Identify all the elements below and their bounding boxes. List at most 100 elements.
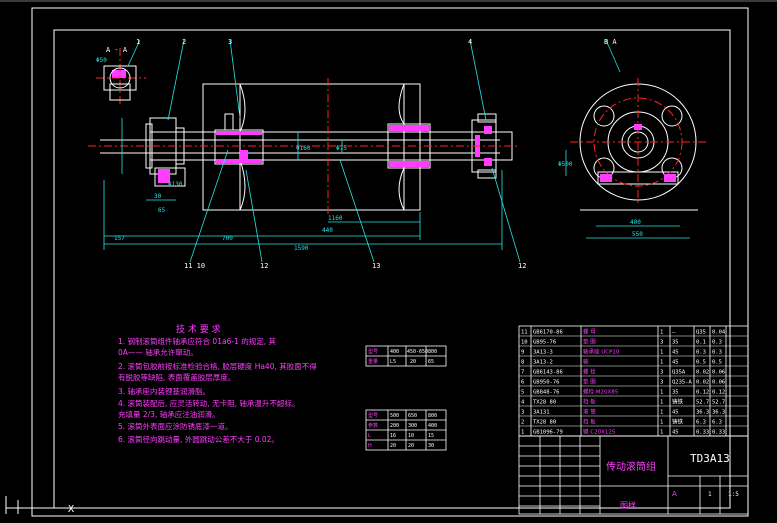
title-scale-1: 1 [708, 491, 712, 498]
end-view-dims [565, 39, 690, 239]
bom-cell: 0.1 [696, 340, 706, 346]
bom-cell: 铸铁 [672, 398, 684, 406]
t2-r2-c3: 15 [428, 433, 434, 439]
bom-cell: 0.3 [712, 340, 722, 346]
bom-cell: 轴承座 UCP10 [583, 348, 620, 356]
t1-r0-c2: 450-650 [407, 349, 428, 355]
bom-cell: 垫 圈 [583, 378, 596, 386]
tech-line-6: 4. 滚筒装配后, 应灵活转动, 无卡阻, 轴承温升不超标。 [118, 398, 299, 408]
bom-cell: 6 [521, 380, 524, 386]
end-view-fills [600, 124, 676, 182]
centerlines [88, 48, 520, 216]
bom-cell: 1 [660, 410, 663, 416]
bom-cell: 3A13-3 [533, 350, 553, 356]
dimension-texts: Φ50 Φ130 Φ160 Φ75 157 30 65 700 1590 440… [96, 57, 347, 252]
dim-l10: 550 [632, 231, 643, 238]
bom-cell: GB848-76 [533, 390, 560, 396]
bom-cell: 螺 母 [583, 328, 596, 336]
balloon-13: 13 [372, 262, 380, 270]
balloon-1: 1 [136, 38, 140, 46]
bom-cell: 0.5 [696, 360, 706, 366]
bom-cell: 6.3 [712, 420, 722, 426]
bom-cell: 1 [521, 430, 524, 436]
bom-cell: 0.3 [696, 350, 706, 356]
bom-cell: 轴 [583, 358, 589, 366]
bom-cell: 3 [660, 370, 663, 376]
t2-r3-c2: 20 [408, 443, 414, 449]
t2-r0-c0: 型号 [368, 412, 378, 419]
t2-r2-c2: 10 [408, 433, 414, 439]
bom-cell: 7 [521, 370, 524, 376]
balloon-12a: 12 [260, 262, 268, 270]
t2-r1-c2: 300 [408, 423, 417, 429]
bom-cell: GB95-76 [533, 340, 556, 346]
bom-cell: 1 [660, 350, 663, 356]
dim-l4: 700 [222, 235, 233, 242]
bom-cell: GB6170-86 [533, 330, 563, 336]
inner-frame [53, 29, 731, 509]
balloon-4: 4 [468, 38, 472, 46]
bom-cell: 螺 栓 [583, 368, 596, 376]
bom-cell: Q35 [696, 330, 706, 336]
tech-line-3: 2. 滚筒包胶前按标准检验合格, 胶层硬度 Ha40, 其胶面不得 [118, 361, 317, 371]
balloon-11-10: 11 10 [184, 262, 205, 270]
bom-cell: 1 [660, 420, 663, 426]
bom-cell: 3 [660, 380, 663, 386]
balloon-labels: 1 2 3 4 11 10 12 13 12 [136, 38, 526, 270]
title-scale-2: 1:5 [728, 491, 739, 498]
dim-l3: 65 [158, 207, 166, 214]
t2-r1-c3: 400 [428, 423, 437, 429]
bom-cell: 铸铁 [672, 418, 684, 426]
t2-r2-c1: 16 [390, 433, 396, 439]
bom-cell: 螺栓 M20X85 [583, 388, 619, 396]
tech-lines: 1. 钢制滚筒组件轴承应符合 01a6-1 的规定, 其 0A—— 轴承允许窜动… [118, 336, 317, 444]
bom-cell: TX28 80 [533, 400, 556, 406]
bom-cell: 1 [660, 330, 663, 336]
bom-cell: 5 [521, 390, 524, 396]
dim-l7: 1160 [328, 215, 343, 222]
bom-cell: 0.33 [696, 430, 709, 436]
bom-cell: GB6143-86 [533, 370, 563, 376]
bom-cell: 52.7 [712, 400, 725, 406]
ucs-x-label: X [68, 504, 74, 515]
bom-cell: 45 [672, 430, 679, 436]
t2-r3-c1: 20 [390, 443, 396, 449]
bom-cell: 0.12 [712, 390, 725, 396]
tech-line-9: 6. 滚筒径向跳动量, 外圆跳动公差不大于 0.02。 [118, 434, 279, 444]
bom-cell: 35 [672, 390, 679, 396]
bom-cell: 6.3 [696, 420, 706, 426]
bom-grid [518, 325, 749, 437]
dim-l5: 1590 [294, 245, 309, 252]
t2-r0-c2: 650 [408, 413, 417, 419]
bom-cell: 0.5 [712, 360, 722, 366]
dim-d3: Φ160 [296, 145, 311, 152]
dim-l1: 157 [114, 235, 125, 242]
tech-title: 技 术 要 求 [176, 323, 221, 335]
view-label: B A [604, 38, 617, 46]
dim-d2: Φ130 [168, 181, 183, 188]
bom-cell: 0.02 [696, 370, 709, 376]
bom-cell: — [672, 330, 676, 336]
bom-cell: 45 [672, 360, 679, 366]
bom-cell: 1 [660, 400, 663, 406]
bom-cell: 键 C20X125 [583, 428, 616, 436]
t2-r0-c1: 500 [390, 413, 399, 419]
bom-cell: 垫 圈 [583, 338, 596, 346]
t1-r1-c1: L5 [390, 359, 396, 365]
bom-cell: 3 [521, 410, 524, 416]
section-hatching [112, 70, 492, 183]
table2-cells: 型号 500 650 800 参数 200 300 400 L 16 10 15… [368, 412, 437, 449]
ucs-icon [5, 496, 62, 514]
bom-cell: 8 [521, 360, 524, 366]
balloon-3: 3 [228, 38, 232, 46]
dim-l2: 30 [154, 193, 162, 200]
bom-cell: 2 [521, 420, 524, 426]
title-sub: 图样 [620, 500, 636, 510]
bom-cell: 0.33 [712, 430, 725, 436]
dim-l9: 400 [630, 219, 641, 226]
balloon-2: 2 [182, 38, 186, 46]
bom-cell: Q235-A [672, 380, 693, 386]
t1-r0-c0: 型号 [368, 348, 378, 355]
